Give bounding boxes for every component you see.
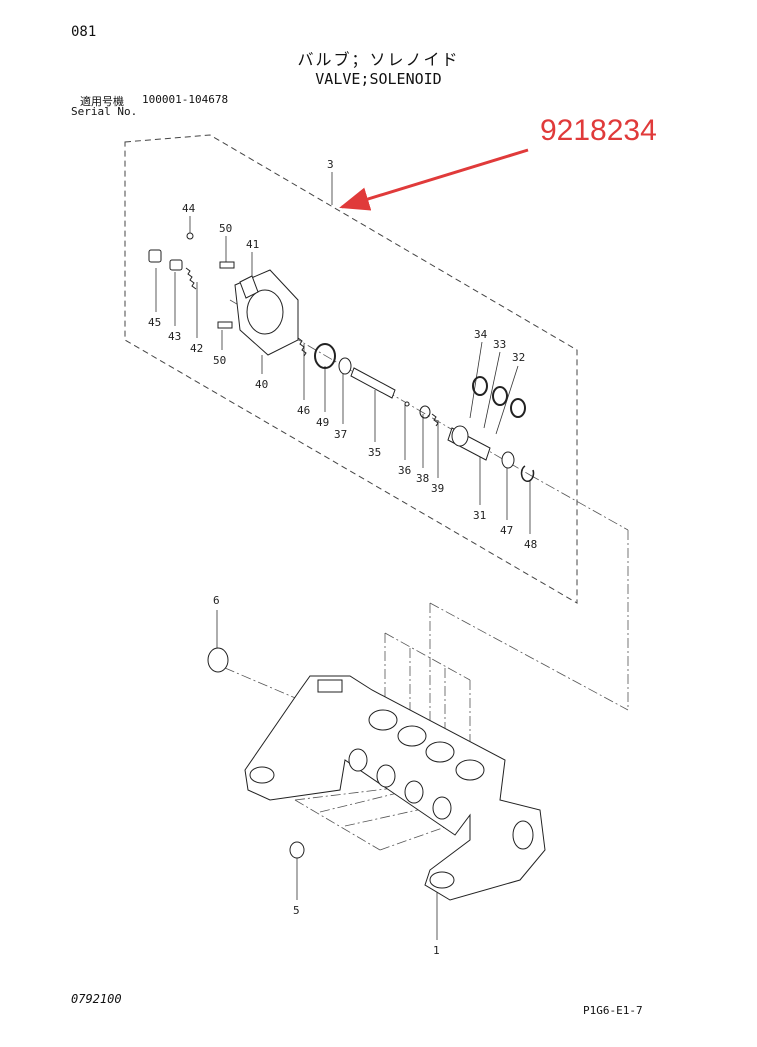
part-39-spring <box>431 413 439 427</box>
label-37: 37 <box>334 428 347 441</box>
label-35: 35 <box>368 446 381 459</box>
part-50-bolt-lower <box>217 321 233 329</box>
label-43: 43 <box>168 330 181 343</box>
label-5: 5 <box>293 904 300 917</box>
title-japanese: バルブ；ソレノイド <box>297 50 460 69</box>
part-5-plug <box>289 841 305 859</box>
serial-range: 100001-104678 <box>142 93 229 106</box>
label-50-upper: 50 <box>219 222 232 235</box>
label-1: 1 <box>433 944 440 957</box>
part-38-ring <box>419 405 431 419</box>
part-43-nut <box>169 259 183 271</box>
label-31: 31 <box>473 509 486 522</box>
part-47-backup-ring <box>501 451 515 469</box>
leader-lines <box>155 172 531 940</box>
serial-label-english: Serial No. <box>71 105 138 118</box>
part-45-cap <box>148 249 162 263</box>
label-32: 32 <box>512 351 525 364</box>
label-41: 41 <box>246 238 259 251</box>
part-34-oring <box>472 376 488 396</box>
sleeve-end <box>451 425 469 447</box>
label-38: 38 <box>416 472 429 485</box>
label-50-lower: 50 <box>213 354 226 367</box>
plugs <box>207 647 305 859</box>
part-33-oring <box>492 386 508 406</box>
label-40: 40 <box>255 378 268 391</box>
part-50-bolt-upper <box>219 261 235 269</box>
serial-label-japanese: 適用号機 <box>80 95 124 108</box>
valve-body <box>244 675 546 901</box>
solenoid-components <box>148 232 535 482</box>
part-37-washer <box>338 357 352 375</box>
part-44-oring <box>186 232 194 240</box>
solenoid-coil <box>246 289 284 335</box>
title-english: VALVE;SOLENOID <box>315 70 442 88</box>
part-35-spool <box>350 367 396 399</box>
assembly-boundary <box>124 134 578 604</box>
label-33: 33 <box>493 338 506 351</box>
part-6-plug <box>207 647 229 673</box>
part-48-snap-ring <box>520 465 535 482</box>
label-3: 3 <box>327 158 334 171</box>
document-code: 0792100 <box>71 992 122 1006</box>
label-39: 39 <box>431 482 444 495</box>
part-49-oring <box>314 343 336 369</box>
label-49: 49 <box>316 416 329 429</box>
label-48: 48 <box>524 538 537 551</box>
label-6: 6 <box>213 594 220 607</box>
page-number: 081 <box>71 24 97 40</box>
part-46-spring <box>297 337 307 357</box>
label-34: 34 <box>474 328 488 341</box>
page-code: P1G6-E1-7 <box>583 1004 643 1017</box>
label-45: 45 <box>148 316 161 329</box>
label-44: 44 <box>182 202 196 215</box>
part-32-oring <box>510 398 526 418</box>
part-36-pin <box>404 401 410 407</box>
label-36: 36 <box>398 464 411 477</box>
label-46: 46 <box>297 404 310 417</box>
label-47: 47 <box>500 524 513 537</box>
part-41-connector <box>239 275 259 299</box>
part-42-spring <box>185 267 197 290</box>
label-42: 42 <box>190 342 203 355</box>
part-number-arrow <box>339 148 529 211</box>
part-number-annotation: 9218234 <box>540 114 657 147</box>
